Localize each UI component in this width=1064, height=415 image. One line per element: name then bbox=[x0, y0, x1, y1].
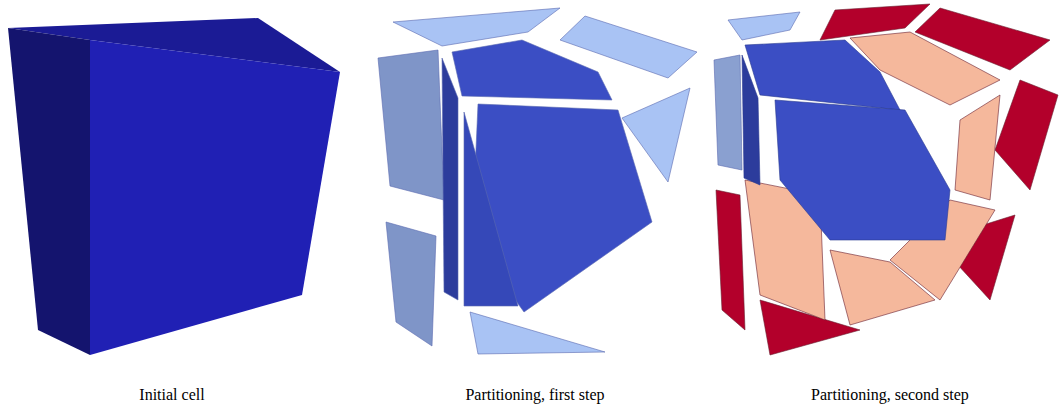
cube-left-face bbox=[8, 28, 90, 355]
outer-piece bbox=[378, 50, 444, 200]
middle-piece bbox=[830, 250, 935, 325]
caption-label: Partitioning, second step bbox=[811, 385, 969, 404]
inner-piece bbox=[464, 112, 518, 306]
outer-piece bbox=[386, 222, 436, 346]
middle-piece bbox=[955, 95, 1000, 200]
cube-front-face bbox=[90, 40, 340, 355]
initial-cube bbox=[8, 18, 340, 355]
caption-label: Partitioning, first step bbox=[465, 385, 604, 404]
outer-piece bbox=[995, 80, 1058, 190]
outer-piece bbox=[716, 190, 745, 330]
inner-piece bbox=[775, 100, 950, 240]
outer-piece bbox=[393, 8, 560, 46]
first-step-cube bbox=[378, 8, 697, 354]
inner-piece bbox=[745, 40, 900, 110]
outer-piece bbox=[714, 55, 742, 170]
outer-piece bbox=[728, 12, 800, 40]
caption-label: Initial cell bbox=[139, 385, 204, 404]
outer-piece bbox=[470, 312, 605, 354]
second-step-cube bbox=[714, 4, 1058, 355]
inner-piece bbox=[742, 55, 760, 185]
inner-piece bbox=[442, 58, 458, 300]
inner-piece bbox=[452, 40, 612, 100]
